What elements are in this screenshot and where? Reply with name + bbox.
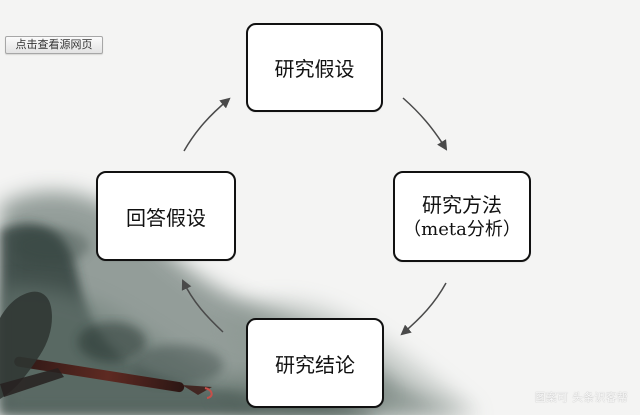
ink-spot-4: [13, 228, 89, 264]
research-conclusion-node: 研究结论: [246, 318, 384, 408]
brush-illustration: [0, 291, 213, 399]
ink-spot-2: [131, 345, 223, 385]
answer-hypothesis-node: 回答假设: [96, 171, 236, 261]
research-hypothesis-label: 研究假设: [274, 57, 355, 81]
research-conclusion-label: 研究结论: [275, 352, 355, 377]
answer-hypothesis-label: 回答假设: [126, 205, 206, 230]
research-method-node: 研究方法 （meta分析）: [393, 171, 531, 262]
research-hypothesis-node: 研究假设: [246, 23, 383, 112]
ink-cloud-mid: [0, 286, 420, 415]
research-method-label: 研究方法: [422, 192, 502, 217]
watermark-text: 图案可 头条识客帮: [534, 391, 628, 404]
view-source-button[interactable]: 点击查看源网页: [5, 36, 103, 54]
brush-cord: [204, 387, 213, 399]
brush-tip: [182, 385, 212, 395]
ink-spot-1: [78, 322, 146, 362]
brush-stand: [0, 368, 64, 397]
brush-body: [14, 356, 185, 393]
brush-holder: [0, 291, 52, 399]
meta-analysis-label: （meta分析）: [403, 218, 521, 240]
